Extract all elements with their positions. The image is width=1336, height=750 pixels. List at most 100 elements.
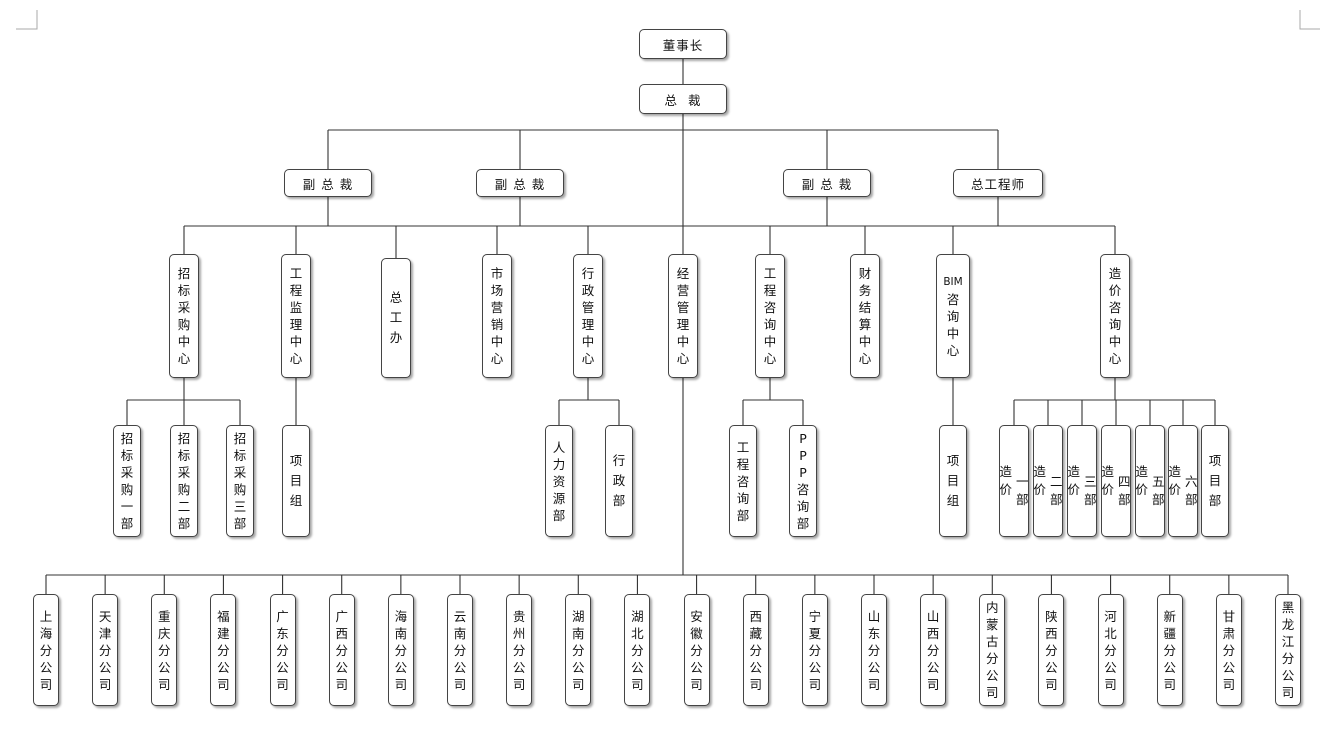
bim-project-group: 项目组	[939, 425, 967, 537]
cost-dept-6: 造价六部	[1168, 425, 1198, 537]
branch-box-1-label: 上海分公司	[39, 608, 53, 692]
cost-dept-3-label: 造价三部	[1067, 464, 1097, 507]
center-admin: 行政管理中心	[573, 254, 603, 378]
bidding-dept-3-label: 招标采购三部	[233, 431, 247, 531]
branch-box-15-label: 山东分公司	[867, 608, 881, 692]
branch-box-6-label: 广西分公司	[335, 608, 348, 692]
branch-box-14-label: 宁夏分公司	[808, 608, 822, 692]
center-operations-label: 经营管理中心	[676, 266, 690, 366]
branch-box-10-label: 湖南分公司	[572, 608, 585, 692]
admin-dept-1-label: 人力资源部	[552, 439, 566, 523]
bidding-dept-2: 招标采购二部	[170, 425, 198, 537]
branch-box-16: 山西分公司	[920, 594, 947, 706]
center-supervision: 工程监理中心	[281, 254, 311, 378]
cost-dept-1: 造价一部	[999, 425, 1029, 537]
branch-box-22-label: 黑龙江分公司	[1281, 600, 1295, 700]
bidding-dept-2-label: 招标采购二部	[177, 431, 191, 531]
center-supervision-label: 工程监理中心	[289, 266, 303, 366]
center-operations: 经营管理中心	[668, 254, 698, 378]
center-cost-label: 造价咨询中心	[1108, 266, 1122, 366]
admin-dept-1: 人力资源部	[545, 425, 573, 537]
bidding-dept-3: 招标采购三部	[226, 425, 254, 537]
cost-dept-4-label: 造价四部	[1101, 464, 1131, 507]
cost-dept-7-label: 项目部	[1208, 453, 1222, 508]
cost-dept-7: 项目部	[1201, 425, 1229, 537]
branch-box-20-label: 新疆分公司	[1163, 608, 1176, 692]
cost-dept-4: 造价四部	[1101, 425, 1131, 537]
branch-box-19: 河北分公司	[1097, 594, 1124, 706]
branch-box-4: 福建分公司	[210, 594, 237, 706]
branch-box-13-label: 西藏分公司	[749, 608, 762, 692]
cost-dept-5: 造价五部	[1135, 425, 1165, 537]
vp-box-1: 副 总 裁	[284, 169, 372, 197]
center-engineering-office: 总工办	[381, 258, 411, 378]
branch-box-4-label: 福建分公司	[217, 608, 230, 692]
admin-dept-2-label: 行政部	[612, 453, 626, 508]
branch-box-18-label: 陕西分公司	[1045, 608, 1058, 692]
branch-box-3: 重庆分公司	[151, 594, 178, 706]
branch-box-9: 贵州分公司	[506, 594, 533, 706]
branch-box-11-label: 湖北分公司	[631, 608, 644, 692]
branch-box-12: 安徽分公司	[683, 594, 710, 706]
branch-box-17: 内蒙古分公司	[979, 594, 1006, 706]
branch-box-16-label: 山西分公司	[926, 608, 940, 692]
admin-dept-2: 行政部	[605, 425, 633, 537]
cost-dept-3: 造价三部	[1067, 425, 1097, 537]
branch-box-5-label: 广东分公司	[276, 608, 289, 692]
center-consulting: 工程咨询中心	[755, 254, 785, 378]
chief-engineer-box: 总工程师	[953, 169, 1043, 197]
consulting-dept-1-label: 工程咨询部	[736, 439, 750, 523]
center-finance: 财务结算中心	[850, 254, 880, 378]
branch-box-6: 广西分公司	[328, 594, 355, 706]
branch-box-15: 山东分公司	[861, 594, 887, 706]
center-admin-label: 行政管理中心	[581, 266, 595, 366]
branch-box-18: 陕西分公司	[1038, 594, 1065, 706]
branch-box-11: 湖北分公司	[624, 594, 651, 706]
consulting-dept-1: 工程咨询部	[729, 425, 757, 537]
branch-box-1: 上海分公司	[33, 594, 59, 706]
branch-box-13: 西藏分公司	[742, 594, 769, 706]
center-consulting-label: 工程咨询中心	[763, 266, 777, 366]
branch-box-12-label: 安徽分公司	[690, 608, 703, 692]
center-engineering-office-label: 总工办	[389, 290, 403, 345]
president-box: 总 裁	[639, 84, 727, 114]
branch-box-2: 天津分公司	[92, 594, 119, 706]
branch-box-8: 云南分公司	[447, 594, 473, 706]
center-bidding-label: 招标采购中心	[177, 266, 191, 366]
cost-dept-5-label: 造价五部	[1135, 464, 1165, 507]
branch-box-17-label: 内蒙古分公司	[986, 600, 999, 700]
branch-box-14: 宁夏分公司	[801, 594, 828, 706]
branch-box-5: 广东分公司	[269, 594, 296, 706]
center-cost: 造价咨询中心	[1100, 254, 1130, 378]
supervision-project-group-label: 项目组	[289, 453, 303, 508]
branch-box-21: 甘肃分公司	[1215, 594, 1242, 706]
cost-dept-2: 造价二部	[1033, 425, 1063, 537]
branch-box-3-label: 重庆分公司	[158, 608, 171, 692]
branch-box-7-label: 海南分公司	[394, 608, 408, 692]
cost-dept-1-label: 造价一部	[999, 464, 1029, 507]
center-finance-label: 财务结算中心	[858, 266, 872, 366]
branch-box-9-label: 贵州分公司	[512, 608, 526, 692]
branch-box-21-label: 甘肃分公司	[1222, 608, 1236, 692]
branch-box-7: 海南分公司	[387, 594, 414, 706]
branch-box-19-label: 河北分公司	[1104, 608, 1117, 692]
cost-dept-6-label: 造价六部	[1168, 464, 1198, 507]
center-marketing-label: 市场营销中心	[490, 266, 504, 366]
branch-box-20: 新疆分公司	[1156, 594, 1183, 706]
bidding-dept-1: 招标采购一部	[113, 425, 141, 537]
center-bidding: 招标采购中心	[169, 254, 199, 378]
vp-box-3: 副 总 裁	[783, 169, 871, 197]
branch-box-22: 黑龙江分公司	[1275, 594, 1301, 706]
branch-box-10: 湖南分公司	[565, 594, 592, 706]
center-marketing: 市场营销中心	[482, 254, 512, 378]
cost-dept-2-label: 造价二部	[1033, 464, 1063, 507]
vp-box-2: 副 总 裁	[476, 169, 564, 197]
bidding-dept-1-label: 招标采购一部	[120, 431, 134, 531]
